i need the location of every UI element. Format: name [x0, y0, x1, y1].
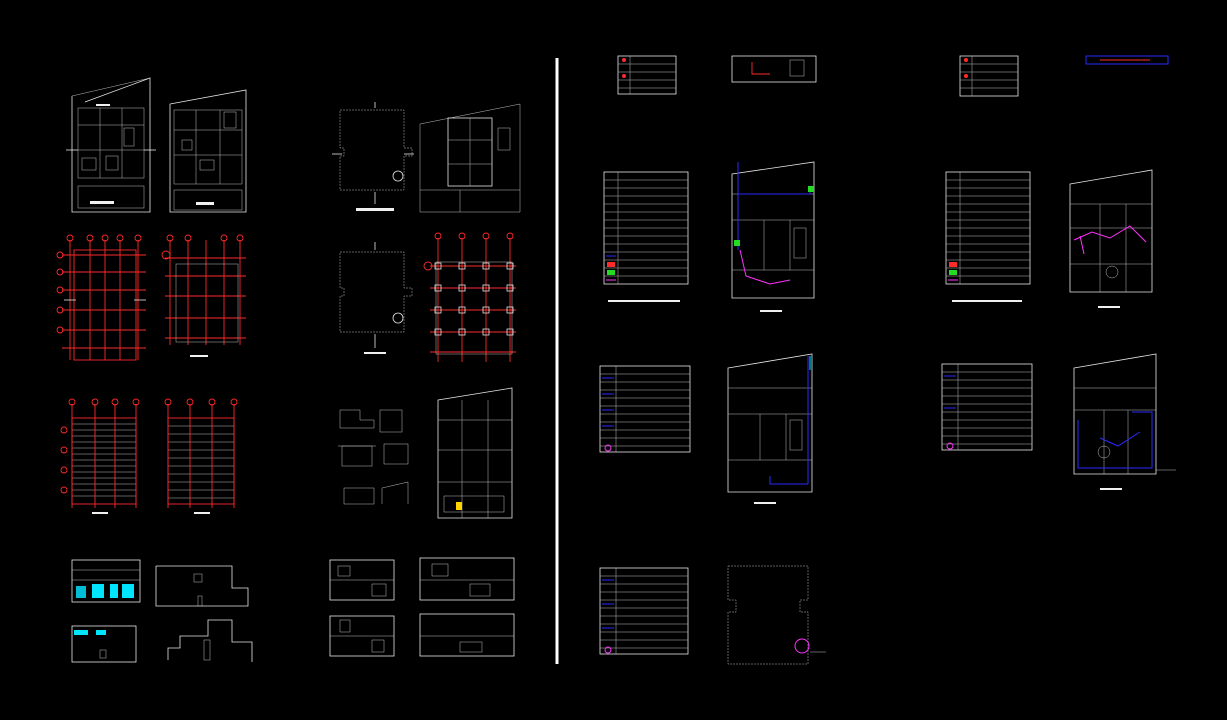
section-elevation[interactable] — [167, 619, 253, 662]
electrical-legend-3[interactable] — [599, 365, 691, 453]
section-b[interactable] — [419, 557, 515, 601]
roof-plan-3d[interactable] — [419, 103, 521, 213]
electrical-legend-4[interactable] — [941, 363, 1033, 451]
section-a[interactable] — [329, 559, 395, 601]
gas-plan[interactable] — [1069, 169, 1153, 308]
legend-table-top-2[interactable] — [959, 55, 1019, 97]
roof-drainage-plan[interactable] — [727, 565, 826, 665]
electrical-legend-5[interactable] — [599, 567, 689, 655]
legend-table-top-1[interactable] — [617, 55, 677, 95]
rear-elevation[interactable] — [71, 625, 137, 663]
electrical-legend-1[interactable] — [603, 171, 689, 302]
plan-fragment-top[interactable] — [731, 55, 817, 83]
section-d[interactable] — [419, 613, 515, 657]
structural-plan[interactable] — [437, 387, 513, 519]
floor-plan-ground[interactable] — [66, 77, 156, 213]
electrical-plan-2[interactable] — [1073, 353, 1176, 490]
axis-grid-plan-1[interactable] — [56, 234, 146, 361]
slab-plan-2[interactable] — [164, 398, 238, 514]
slab-plan-1[interactable] — [60, 398, 140, 514]
column-grid-plan[interactable] — [423, 232, 516, 362]
front-elevation[interactable] — [71, 559, 141, 603]
floor-plan-upper[interactable] — [169, 89, 247, 213]
electrical-legend-2[interactable] — [945, 171, 1031, 302]
electrical-plan-1[interactable] — [731, 161, 815, 312]
side-elevation[interactable] — [155, 565, 249, 607]
section-c[interactable] — [329, 615, 395, 657]
detail-sketches[interactable] — [338, 409, 409, 505]
plan-fragment-top-right[interactable] — [1085, 55, 1169, 65]
site-plan-1[interactable] — [332, 102, 414, 211]
plumbing-plan-1[interactable] — [727, 353, 813, 504]
axis-grid-plan-2[interactable] — [161, 234, 246, 357]
site-plan-2[interactable] — [339, 242, 413, 354]
